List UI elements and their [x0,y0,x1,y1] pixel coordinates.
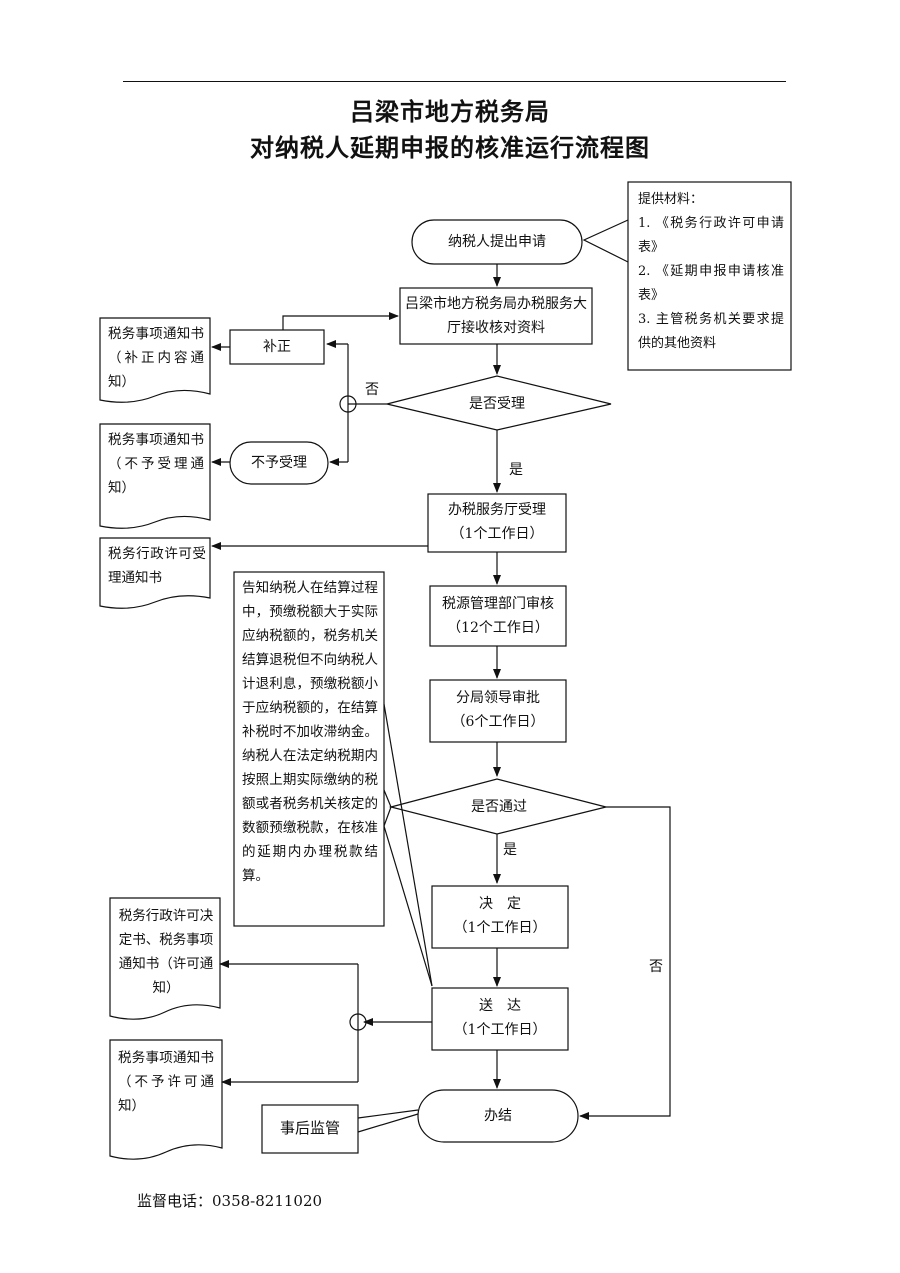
deliver-title: 送 达 [479,998,521,1014]
approve-time: （6个工作日） [451,714,545,730]
reject-notice-label: 税务事项通知书（不予受理通知） [108,432,204,496]
materials-heading: 提供材料： [638,192,704,207]
page-title: 吕梁市地方税务局 [350,97,550,126]
deny-notice-doc [109,1039,223,1160]
note-callout [383,789,433,987]
permit-notice-label: 税务行政许可决定书、税务事项通知书（许可通知） [118,908,214,996]
receive-node [399,287,593,345]
done-label: 办结 [484,1108,512,1124]
materials-item-2: 2. 《延期申报申请核准表》 [638,264,784,303]
materials-box [627,181,792,371]
accept-notice-doc [99,537,211,609]
reject-node [229,441,329,485]
note-text: 告知纳税人在结算过程中，预缴税额大于实际应纳税额的，税务机关结算退税但不向纳税人… [242,580,378,884]
permit-notice-doc [109,897,221,1020]
receive-label: 吕梁市地方税务局办税服务大厅接收核对资料 [405,296,587,336]
hall-accept-time: （1个工作日） [450,526,544,542]
materials-callout [582,219,629,263]
materials-item-3: 3. 主管税务机关要求提供的其他资料 [638,312,784,351]
hall-accept-title: 办税服务厅受理 [448,502,546,518]
supervise-node [261,1104,359,1154]
correct-label: 补正 [263,339,291,355]
correct-notice-doc [99,317,211,403]
hotline-footer: 监督电话：0358-8211020 [137,1192,323,1210]
deny-notice-label: 税务事项通知书（不予许可通知） [118,1050,214,1114]
apply-label: 纳税人提出申请 [448,234,546,250]
yes-label-2: 是 [503,842,517,858]
pass-question-label: 是否通过 [471,799,527,815]
review-time: （12个工作日） [447,620,549,636]
accept-decision [386,375,612,431]
page-subtitle: 对纳税人延期申报的核准运行流程图 [250,133,650,162]
decide-label: 决 定 （1个工作日） [432,892,568,940]
junction-circle-2 [349,1013,367,1031]
note-box [233,571,385,927]
decide-node [431,885,569,949]
supervise-label: 事后监管 [279,1119,340,1137]
review-title: 税源管理部门审核 [442,596,554,612]
approve-node [429,679,567,743]
hall-accept-label: 办税服务厅受理 （1个工作日） [428,498,566,546]
accept-notice-label: 税务行政许可受理通知书 [108,546,206,586]
reject-label: 不予受理 [251,455,307,471]
approve-label: 分局领导审批 （6个工作日） [430,686,566,734]
reject-notice-doc [99,423,211,529]
junction-circle [339,395,357,413]
decide-title: 决 定 [479,896,521,912]
approve-title: 分局领导审批 [456,690,540,706]
deliver-node [431,987,569,1051]
deliver-time: （1个工作日） [453,1022,547,1038]
review-node [429,585,567,647]
done-node [417,1089,579,1143]
materials-item-1: 1. 《税务行政许可申请表》 [638,216,784,255]
correct-notice-label: 税务事项通知书（补正内容通知） [108,326,204,390]
accept-question-label: 是否受理 [469,396,525,412]
title-rule [123,81,786,82]
deliver-label: 送 达 （1个工作日） [432,994,568,1042]
review-label: 税源管理部门审核 （12个工作日） [430,592,566,640]
yes-label-1: 是 [509,462,523,478]
no-label-1: 否 [365,382,379,398]
no-label-2: 否 [649,959,663,975]
materials-text: 提供材料： 1. 《税务行政许可申请表》 2. 《延期申报申请核准表》 3. 主… [638,188,784,356]
decide-time: （1个工作日） [453,920,547,936]
